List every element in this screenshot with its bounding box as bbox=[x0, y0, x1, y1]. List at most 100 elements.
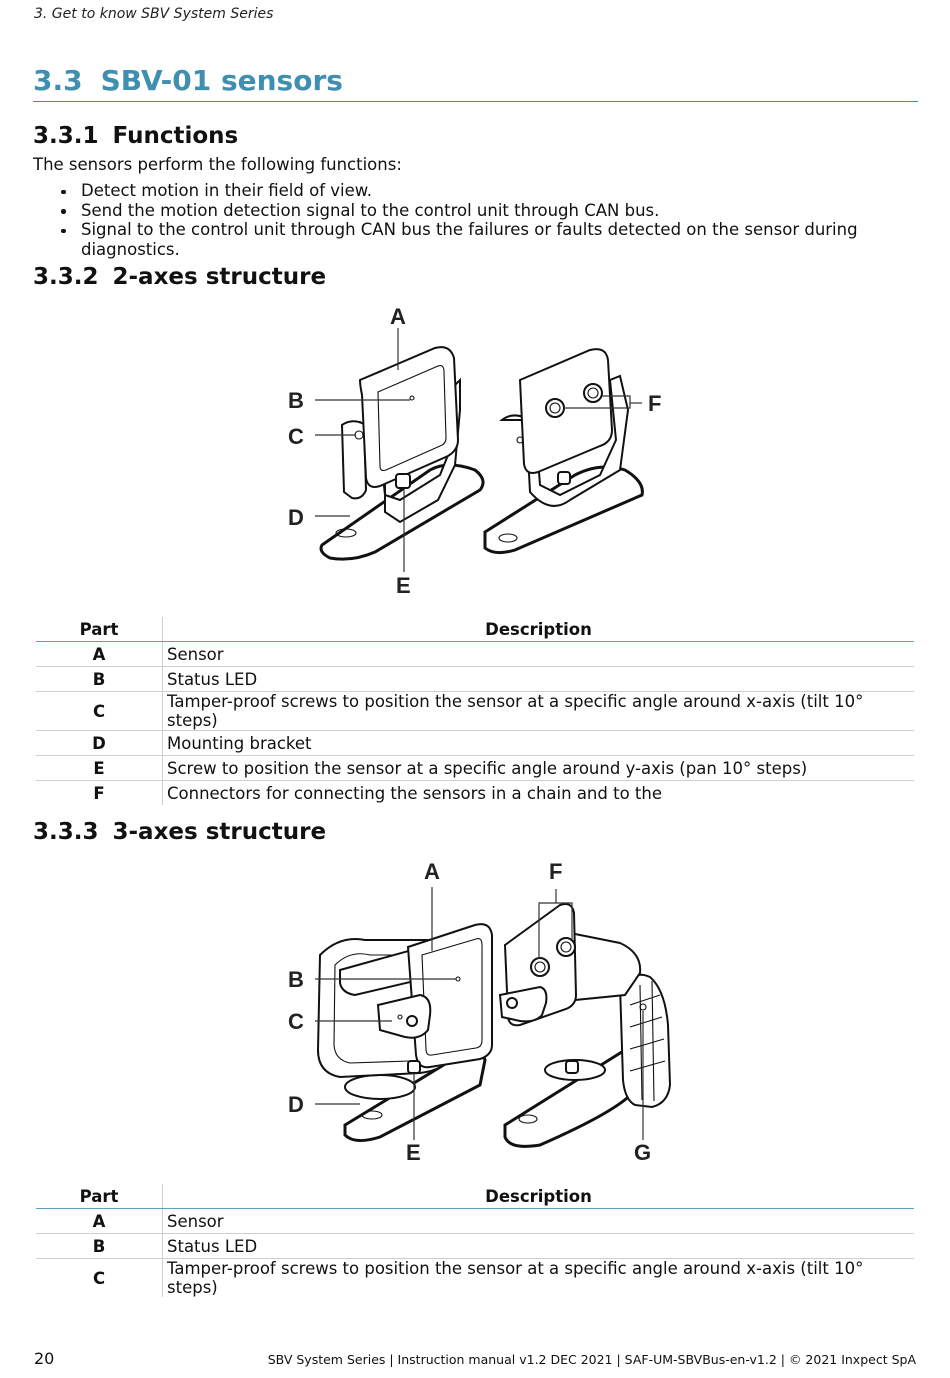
running-header: 3. Get to know SBV System Series bbox=[34, 6, 274, 22]
tilt-arm bbox=[376, 993, 432, 1039]
list-item: Send the motion detection signal to the … bbox=[48, 201, 950, 221]
description-cell: Status LED bbox=[162, 666, 914, 692]
callout-b: B bbox=[288, 967, 304, 992]
callout-c: C bbox=[288, 424, 304, 449]
mount-hole-icon bbox=[498, 533, 518, 543]
mount-hole-icon bbox=[361, 1110, 383, 1120]
callout-f: F bbox=[549, 859, 562, 884]
two-axes-figure: A B C D E F bbox=[280, 300, 680, 605]
connector-icon bbox=[583, 383, 603, 403]
list-item: Detect motion in their field of view. bbox=[48, 181, 950, 201]
list-item: Signal to the control unit through CAN b… bbox=[48, 220, 950, 259]
part-column-header: Part bbox=[36, 617, 163, 642]
callout-e: E bbox=[406, 1140, 421, 1165]
connector-icon bbox=[530, 957, 550, 977]
three-axes-number: 3.3.3 bbox=[33, 819, 99, 845]
table-header-row: Part Description bbox=[36, 617, 914, 642]
section-number: 3.3 bbox=[33, 64, 83, 97]
two-axes-number: 3.3.2 bbox=[33, 264, 99, 290]
functions-number: 3.3.1 bbox=[33, 123, 99, 149]
footer-info: SBV System Series | Instruction manual v… bbox=[267, 1352, 916, 1367]
callout-g: G bbox=[634, 1140, 651, 1165]
callout-a: A bbox=[390, 304, 406, 329]
screw-hole-icon bbox=[639, 1003, 647, 1011]
part-cell: A bbox=[36, 1208, 163, 1234]
three-axes-title: 3-axes structure bbox=[112, 819, 327, 845]
pan-screw-icon bbox=[565, 1060, 579, 1074]
part-cell: E bbox=[36, 755, 163, 781]
plate-grid bbox=[629, 980, 666, 1102]
tilt-arm bbox=[498, 985, 548, 1023]
three-axes-figure: A F B C D E G bbox=[280, 855, 680, 1170]
connector-pin-icon bbox=[587, 387, 599, 399]
callout-d: D bbox=[288, 1092, 304, 1117]
part-column-header: Part bbox=[36, 1184, 163, 1209]
callout-line-f bbox=[564, 395, 631, 409]
callout-f: F bbox=[648, 391, 661, 416]
callout-c: C bbox=[288, 1009, 304, 1034]
pan-screw-icon bbox=[557, 471, 571, 485]
functions-list: Detect motion in their field of view. Se… bbox=[48, 181, 950, 259]
description-cell: Status LED bbox=[162, 1233, 914, 1259]
three-axes-heading: 3.3.3 3-axes structure bbox=[33, 819, 326, 845]
tilt-screw-icon bbox=[506, 997, 518, 1009]
section-title-text: SBV-01 sensors bbox=[100, 64, 343, 97]
description-column-header: Description bbox=[162, 1184, 914, 1209]
sensor-window bbox=[377, 365, 447, 472]
callout-a: A bbox=[424, 859, 440, 884]
connector-pin-icon bbox=[560, 941, 572, 953]
part-cell: F bbox=[36, 780, 163, 805]
two-axes-title: 2-axes structure bbox=[112, 264, 327, 290]
callout-e: E bbox=[396, 573, 411, 598]
side-plate-right bbox=[618, 973, 672, 1109]
mount-hole-icon bbox=[518, 1114, 538, 1124]
functions-heading: 3.3.1 Functions bbox=[33, 123, 238, 149]
connector-pin-icon bbox=[534, 961, 546, 973]
table-header-row: Part Description bbox=[36, 1184, 914, 1209]
section-title: 3.3 SBV-01 sensors bbox=[33, 64, 918, 102]
sensor-head-back bbox=[518, 348, 614, 474]
tilt-screw-icon bbox=[516, 436, 524, 444]
description-cell: Tamper-proof screws to position the sens… bbox=[162, 691, 914, 731]
description-cell: Sensor bbox=[162, 1208, 914, 1234]
description-cell: Screw to position the sensor at a specif… bbox=[162, 755, 914, 781]
status-led-icon bbox=[409, 395, 415, 401]
pan-screw-icon bbox=[395, 473, 411, 489]
connector-pin-icon bbox=[549, 402, 561, 414]
screw-hole-icon bbox=[397, 1014, 403, 1020]
three-axes-illustration: A F B C D E G bbox=[288, 859, 672, 1165]
connector-icon bbox=[545, 398, 565, 418]
description-cell: Connectors for connecting the sensors in… bbox=[167, 783, 662, 803]
connector-icon bbox=[556, 937, 576, 957]
part-cell: A bbox=[36, 641, 163, 667]
description-cell: Tamper-proof screws to position the sens… bbox=[167, 1259, 864, 1297]
pan-ring bbox=[344, 1074, 416, 1100]
two-axes-illustration: A B C D E F bbox=[288, 304, 661, 598]
part-cell: C bbox=[36, 691, 163, 731]
description-cell: Mounting bracket bbox=[162, 730, 914, 756]
mounting-bracket-right bbox=[483, 465, 644, 555]
functions-intro: The sensors perform the following functi… bbox=[33, 155, 402, 174]
mount-hole-icon bbox=[335, 528, 357, 538]
description-cell: Sensor bbox=[162, 641, 914, 667]
two-axes-heading: 3.3.2 2-axes structure bbox=[33, 264, 326, 290]
description-column-header: Description bbox=[162, 617, 914, 642]
functions-title: Functions bbox=[112, 123, 239, 149]
part-cell: B bbox=[36, 1233, 163, 1259]
part-cell: B bbox=[36, 666, 163, 692]
part-cell: D bbox=[36, 730, 163, 756]
callout-d: D bbox=[288, 505, 304, 530]
sensor-head-left bbox=[358, 346, 460, 488]
part-cell: C bbox=[36, 1258, 163, 1297]
